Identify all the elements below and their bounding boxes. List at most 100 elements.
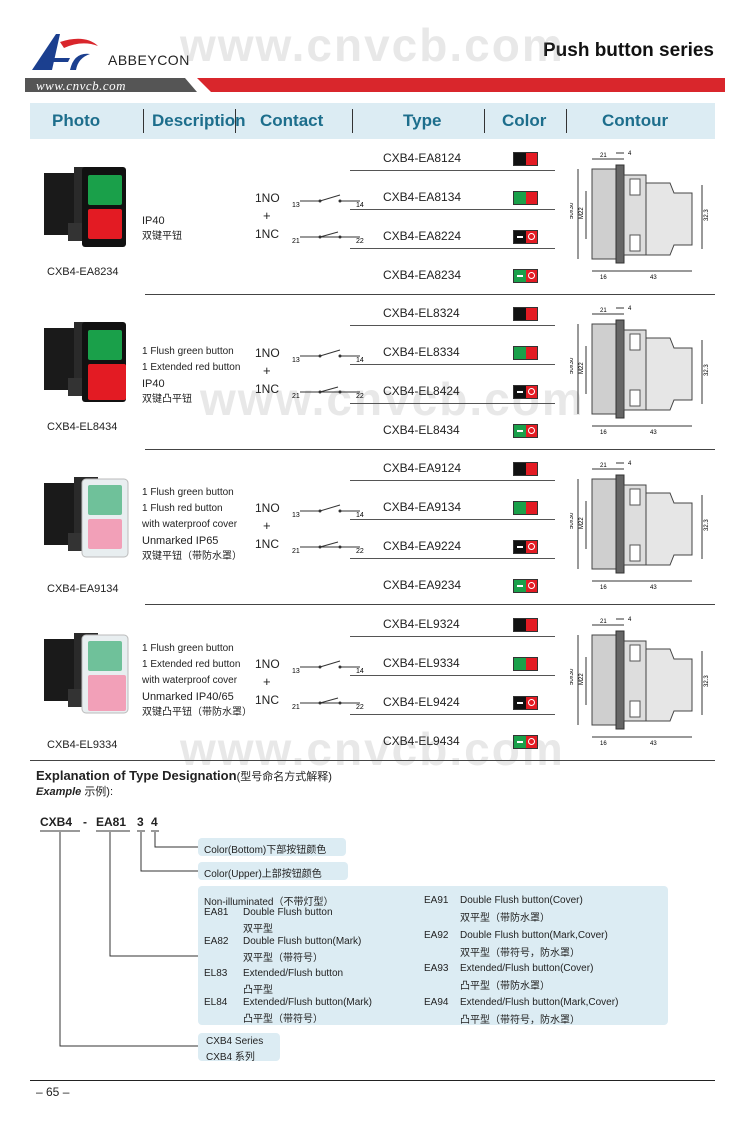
type-code: CXB4-EL8424 [383, 384, 460, 398]
svg-text:32.3: 32.3 [704, 675, 710, 687]
contact-no-label: 1NO [255, 657, 280, 671]
description-line: 1 Flush red button [142, 503, 223, 514]
svg-text:13: 13 [292, 202, 300, 207]
swatch-bottom [525, 308, 537, 320]
contact-plus: + [263, 518, 271, 533]
type-code: CXB4-EA9224 [383, 539, 462, 553]
svg-text:43: 43 [650, 275, 657, 281]
type-code: CXB4-EL8434 [383, 423, 460, 437]
svg-text:22: 22 [356, 393, 364, 398]
type-desc-zh: 凸平型（带防水罩） [460, 981, 550, 992]
type-designation-box: Non-illuminated（不带灯型） EA81 Double Flush … [198, 886, 668, 1026]
type-code: EL83 [204, 968, 228, 979]
type-desc-zh: 凸平型（带符号） [243, 1014, 323, 1025]
type-desc-zh: 凸平型（带符号，防水罩） [460, 1015, 580, 1026]
svg-text:50x30: 50x30 [570, 202, 575, 219]
header-bar [25, 78, 725, 92]
swatch-bottom [525, 658, 537, 670]
product-description: 1 Flush green button 1 Extended red butto… [142, 641, 252, 721]
swatch-upper [514, 347, 526, 359]
svg-text:50x30: 50x30 [570, 512, 575, 529]
example-label: Example 示例): [36, 783, 113, 799]
swatch-bottom [525, 463, 537, 475]
swatch-upper [514, 308, 526, 320]
series-zh: CXB4 系列 [206, 1052, 255, 1063]
type-divider [350, 636, 555, 637]
abbeycon-logo-icon [32, 34, 98, 70]
type-code: CXB4-EA9234 [383, 578, 462, 592]
contact-plus: + [263, 363, 271, 378]
swatch-upper [514, 425, 526, 437]
description-line [142, 197, 182, 213]
row-divider [145, 449, 715, 450]
swatch-bottom [525, 347, 537, 359]
column-divider [143, 109, 144, 133]
description-line: 1 Extended red button [142, 659, 241, 670]
svg-text:32.3: 32.3 [704, 209, 710, 221]
swatch-upper [514, 270, 526, 282]
color-swatch [513, 696, 538, 710]
product-model-label: CXB4-EA8234 [47, 266, 119, 278]
type-desc-en: Extended/Flush button(Mark) [243, 997, 372, 1008]
description-line: with waterproof cover [142, 675, 238, 686]
swatch-bottom [525, 502, 537, 514]
type-code: CXB4-EA9134 [383, 500, 462, 514]
type-code: EA93 [424, 963, 449, 974]
row-divider [30, 760, 715, 761]
code-type: EA81 [96, 815, 127, 829]
type-code: CXB4-EA8234 [383, 268, 462, 282]
swatch-bottom [525, 270, 537, 282]
swatch-bottom [525, 386, 537, 398]
code-series: CXB4 [40, 815, 73, 829]
header-url[interactable]: www.cnvcb.com [36, 78, 127, 93]
description-line: 1 Flush green button [142, 643, 234, 654]
swatch-upper [514, 231, 526, 243]
svg-text:21: 21 [292, 393, 300, 398]
code-color-bottom: 4 [151, 815, 158, 829]
type-code: CXB4-EL9424 [383, 695, 460, 709]
svg-text:M22: M22 [579, 673, 585, 685]
svg-text:4: 4 [628, 461, 632, 467]
type-desc-zh: 双平型（带符号，防水罩） [460, 948, 580, 959]
contact-no-label: 1NO [255, 501, 280, 515]
description-line: 双键平钮 [142, 231, 182, 242]
description-line [142, 181, 182, 197]
series-en: CXB4 Series [206, 1036, 264, 1047]
swatch-bottom [525, 736, 537, 748]
swatch-upper [514, 463, 526, 475]
swatch-upper [514, 658, 526, 670]
table-header: Photo Description Contact Type Color Con… [30, 103, 715, 139]
product-row: CXB4-EL9334 1 Flush green button 1 Extende… [30, 607, 715, 762]
svg-text:50x30: 50x30 [570, 668, 575, 685]
product-photo [38, 629, 133, 719]
svg-text:16: 16 [600, 275, 607, 281]
svg-text:21: 21 [600, 463, 607, 469]
svg-text:22: 22 [356, 238, 364, 243]
swatch-bottom [525, 231, 537, 243]
type-desc-en: Extended/Flush button(Mark,Cover) [460, 997, 619, 1008]
swatch-bottom [525, 619, 537, 631]
description-line: 双键凸平钮 [142, 394, 192, 405]
type-code: CXB4-EA8124 [383, 151, 462, 165]
contact-nc-label: 1NC [255, 227, 280, 241]
color-swatch [513, 230, 538, 244]
color-swatch [513, 657, 538, 671]
description-line: 1 Extended red button [142, 362, 241, 373]
type-desc-zh: 双平型（带符号） [243, 953, 323, 964]
non-illuminated-label: Non-illuminated（不带灯型） [204, 897, 334, 908]
type-desc-en: Double Flush button [243, 907, 333, 918]
type-code: CXB4-EL9334 [383, 656, 460, 670]
svg-text:21: 21 [292, 704, 300, 709]
type-divider [350, 248, 555, 249]
swatch-upper [514, 153, 526, 165]
column-contact: Contact [260, 111, 324, 130]
swatch-upper [514, 619, 526, 631]
contact-no-label: 1NO [255, 346, 280, 360]
type-desc-en: Double Flush button(Mark) [243, 936, 362, 947]
